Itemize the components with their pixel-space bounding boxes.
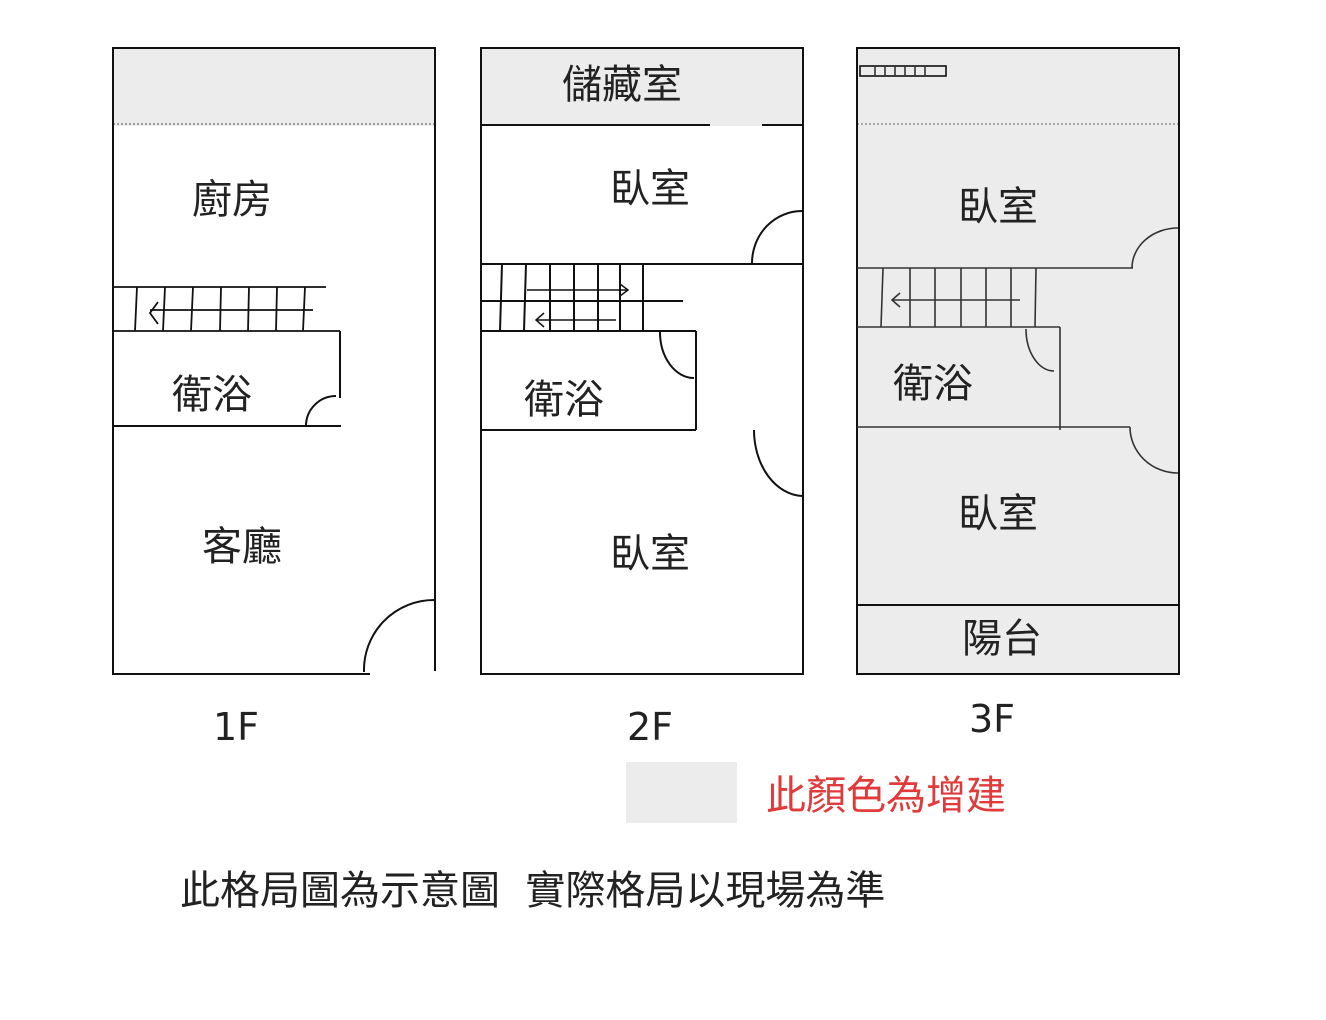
- 1f-kitchen-label: 廚房: [192, 177, 272, 223]
- 3f-bedroom-bottom-label: 臥室: [958, 491, 1038, 537]
- 1f-added-area: [113, 48, 435, 126]
- 1f-stairs: [113, 286, 340, 332]
- 3f-bedroom-top-label: 臥室: [958, 184, 1038, 230]
- floor-label-3f: 3F: [969, 697, 1015, 741]
- legend-color-swatch: [626, 762, 737, 823]
- 3f-bathroom-label: 衛浴: [893, 361, 973, 407]
- 3f-balcony-label: 陽台: [962, 616, 1042, 662]
- 2f-bathroom-label: 衛浴: [524, 377, 604, 423]
- legend-text: 此顏色為增建: [766, 773, 1006, 819]
- floor-1f-plan: [112, 47, 436, 677]
- 1f-bathroom-label: 衛浴: [172, 372, 252, 418]
- 1f-living-room-label: 客廳: [202, 524, 282, 570]
- 2f-storage-label: 儲藏室: [562, 62, 682, 108]
- floor-label-2f: 2F: [627, 705, 673, 749]
- floor-label-1f: 1F: [213, 705, 259, 749]
- 1f-outer-wall: [112, 47, 436, 675]
- 2f-added-area: [481, 48, 803, 126]
- 2f-bedroom-bottom-label: 臥室: [610, 531, 690, 577]
- disclaimer-note: 此格局圖為示意圖 實際格局以現場為準: [180, 868, 886, 914]
- 1f-entry-door-swing: [362, 599, 435, 673]
- 3f-outer-wall: [856, 47, 1180, 675]
- 1f-bath-door-swing: [305, 395, 337, 427]
- floor-3f-plan: [856, 47, 1180, 675]
- 2f-outer-wall: [480, 47, 804, 675]
- floor-2f-plan: [480, 47, 808, 675]
- 2f-bedroom-top-label: 臥室: [610, 166, 690, 212]
- 3f-added-area: [857, 48, 1179, 674]
